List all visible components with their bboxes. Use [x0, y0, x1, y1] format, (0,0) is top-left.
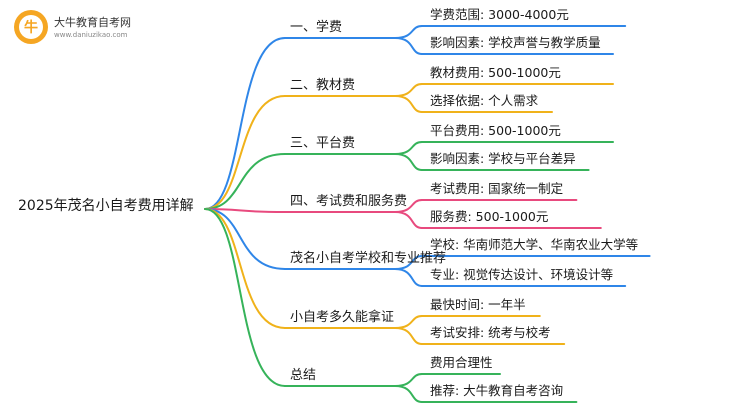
branch-label-4: 四、考试费和服务费 [290, 194, 408, 209]
logo-badge-icon: 牛 [14, 10, 48, 44]
leaf-label-6-1: 最快时间: 一年半 [430, 297, 526, 312]
leaf-label-7-1: 费用合理性 [430, 355, 493, 370]
leaf-connector-1-1 [394, 25, 423, 39]
site-logo[interactable]: 牛 大牛教育自考网 www.daniuzikao.com [6, 4, 146, 48]
leaf-label-3-2: 影响因素: 学校与平台差异 [430, 151, 576, 166]
leaf-connector-6-2 [394, 327, 423, 345]
branch-label-6: 小自考多久能拿证 [290, 310, 395, 325]
branch-connector-2 [204, 95, 286, 210]
leaf-connector-3-2 [394, 153, 423, 171]
leaf-label-5-2: 专业: 视觉传达设计、环境设计等 [430, 267, 614, 282]
logo-name: 大牛教育自考网 [54, 16, 131, 29]
branch-connector-5 [204, 208, 286, 270]
leaf-label-1-1: 学费范围: 3000-4000元 [430, 7, 569, 22]
leaf-connector-7-2 [394, 385, 423, 403]
branch-label-7: 总结 [290, 368, 317, 383]
leaf-label-3-1: 平台费用: 500-1000元 [430, 123, 561, 138]
leaf-connector-1-2 [394, 37, 423, 55]
leaf-connector-2-1 [394, 83, 423, 97]
leaf-connector-5-2 [394, 268, 423, 287]
mindmap-root: 2025年茂名小自考费用详解 [18, 198, 194, 214]
leaf-label-2-1: 教材费用: 500-1000元 [430, 65, 561, 80]
leaf-connector-4-2 [394, 211, 423, 229]
branch-connector-1 [204, 37, 286, 210]
branch-label-2: 二、教材费 [290, 78, 356, 93]
leaf-label-4-1: 考试费用: 国家统一制定 [430, 181, 564, 196]
leaf-label-5-1: 学校: 华南师范大学、华南农业大学等 [430, 237, 639, 252]
leaf-label-1-2: 影响因素: 学校声誉与教学质量 [430, 35, 601, 50]
leaf-connector-7-1 [394, 373, 423, 387]
logo-url: www.daniuzikao.com [54, 31, 128, 39]
leaf-connector-2-2 [394, 95, 423, 113]
leaf-label-4-2: 服务费: 500-1000元 [430, 209, 549, 224]
branch-connector-7 [204, 208, 286, 387]
leaf-connector-6-1 [394, 315, 423, 329]
branch-connector-4 [204, 208, 286, 213]
leaf-label-2-2: 选择依据: 个人需求 [430, 93, 539, 108]
branch-label-3: 三、平台费 [290, 136, 356, 151]
leaf-label-6-2: 考试安排: 统考与校考 [430, 325, 551, 340]
leaf-connector-3-1 [394, 141, 423, 155]
branch-connector-3 [204, 153, 286, 210]
leaf-label-7-2: 推荐: 大牛教育自考咨询 [430, 383, 564, 398]
branch-label-5: 茂名小自考学校和专业推荐 [290, 251, 447, 266]
branch-connector-6 [204, 208, 286, 329]
branch-label-1: 一、学费 [290, 20, 343, 35]
